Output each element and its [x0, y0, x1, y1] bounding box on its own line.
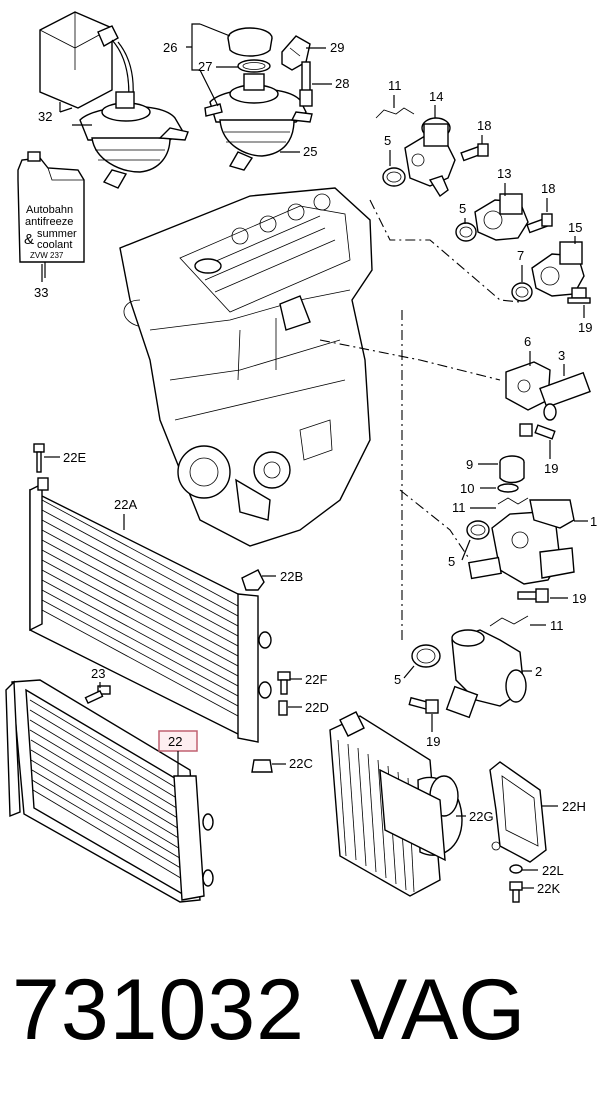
thermostat-9 [499, 455, 525, 484]
jug-text-code: ZVW 237 [30, 251, 64, 260]
label-22: 22 [168, 734, 182, 749]
label-11-mid: 11 [452, 500, 466, 515]
jug-text-line1: Autobahn [26, 204, 73, 216]
expansion-tank-left [79, 91, 189, 189]
label-13: 13 [497, 166, 511, 181]
label-25: 25 [303, 144, 317, 159]
housing-1 [468, 499, 575, 585]
bolt-22E [33, 443, 45, 473]
label-22E: 22E [63, 450, 86, 465]
label-5-lower: 5 [448, 554, 455, 569]
label-28: 28 [335, 76, 349, 91]
bolt-19c [517, 588, 549, 603]
label-18-mid: 18 [541, 181, 555, 196]
part-number: 731032 [12, 962, 305, 1058]
bolt-19d [408, 696, 439, 714]
label-5-bottom: 5 [394, 672, 401, 687]
bolt-18b [526, 213, 553, 234]
label-1: 1 [590, 514, 597, 529]
label-7: 7 [517, 248, 524, 263]
expansion-tank-right [204, 73, 313, 171]
jug-text-line4: coolant [37, 239, 72, 251]
label-22K: 22K [537, 881, 560, 896]
label-3: 3 [558, 348, 565, 363]
label-19-lower: 19 [572, 591, 586, 606]
antifreeze-jug: Autobahn antifreeze & summer coolant ZVW… [17, 151, 85, 278]
label-6: 6 [524, 334, 531, 349]
label-10: 10 [460, 481, 474, 496]
label-33: 33 [34, 285, 48, 300]
bolt-19b [519, 423, 556, 440]
intercooler-22G [329, 711, 463, 897]
label-19-top: 19 [578, 320, 592, 335]
flange-3 [505, 361, 591, 421]
label-11-low: 11 [550, 618, 564, 633]
label-18-top: 18 [477, 118, 491, 133]
label-22F: 22F [305, 672, 327, 687]
level-sender [281, 35, 313, 107]
label-22G: 22G [469, 809, 494, 824]
engine-block [119, 187, 373, 547]
label-9: 9 [466, 457, 473, 472]
jug-text-line3: summer [37, 228, 77, 240]
housing-2 [445, 629, 527, 719]
label-2: 2 [535, 664, 542, 679]
coolant-canister [39, 11, 134, 113]
jug-text-amp: & [24, 231, 34, 248]
filler-cap [227, 27, 273, 73]
label-5-top: 5 [384, 133, 391, 148]
label-22C: 22C [289, 756, 313, 771]
housing-14 [404, 117, 456, 198]
bolt-19a [567, 287, 591, 304]
label-14: 14 [429, 89, 443, 104]
label-32: 32 [38, 109, 52, 124]
label-19-mid: 19 [544, 461, 558, 476]
bolt-18a [460, 143, 489, 162]
exploded-parts-diagram: Autobahn antifreeze & summer coolant ZVW… [5, 11, 597, 903]
bolt-23 [84, 685, 111, 705]
bolt-22F [277, 671, 291, 695]
housing-13 [474, 193, 529, 241]
radiator-22 [5, 679, 214, 903]
label-22D: 22D [305, 700, 329, 715]
label-22B: 22B [280, 569, 303, 584]
label-23: 23 [91, 666, 105, 681]
label-26: 26 [163, 40, 177, 55]
jug-text-line2: antifreeze [25, 216, 73, 228]
housing-15 [531, 241, 585, 297]
brand-name: VAG [350, 962, 526, 1058]
label-22L: 22L [542, 863, 564, 878]
label-22A: 22A [114, 497, 137, 512]
label-19-bottom: 19 [426, 734, 440, 749]
label-5-mid: 5 [459, 201, 466, 216]
label-29: 29 [330, 40, 344, 55]
label-11-top: 11 [388, 78, 402, 93]
label-27: 27 [198, 59, 212, 74]
label-22H: 22H [562, 799, 586, 814]
bolt-22K [509, 881, 523, 903]
label-15: 15 [568, 220, 582, 235]
radiator-22A [29, 477, 272, 743]
bracket-22H [489, 761, 547, 863]
